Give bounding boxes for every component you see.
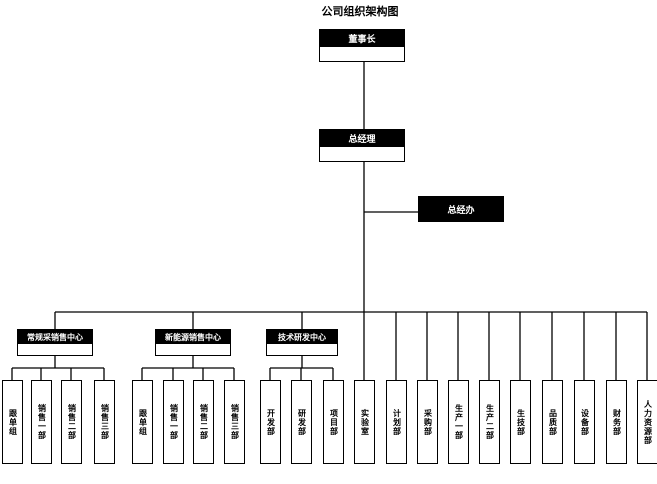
department-label: 销售二部 [67, 404, 77, 440]
gm-label: 总经理 [320, 130, 404, 147]
department-label: 销售一部 [37, 404, 47, 440]
chairman-label: 董事长 [320, 30, 404, 47]
department-label: 销售二部 [199, 404, 209, 440]
department-label: 品质部 [548, 408, 558, 436]
department-label: 生产一部 [454, 404, 464, 440]
department-label: 销售三部 [230, 404, 240, 440]
department-box: 跟单组 [2, 380, 23, 464]
center-label: 常规采销售中心 [18, 330, 92, 344]
department-label: 设备部 [580, 408, 590, 436]
chart-title: 公司组织架构图 [321, 5, 399, 18]
department-box: 销售一部 [163, 380, 184, 464]
department-box: 实验室 [354, 380, 375, 464]
department-box: 采购部 [417, 380, 438, 464]
department-label: 开发部 [266, 408, 276, 436]
center-box: 技术研发中心 [266, 329, 338, 356]
department-box: 项目部 [323, 380, 344, 464]
department-label: 销售一部 [169, 404, 179, 440]
department-box: 销售三部 [224, 380, 245, 464]
department-box: 销售二部 [61, 380, 82, 464]
department-box: 人力资源部 [637, 380, 657, 464]
department-box: 跟单组 [132, 380, 153, 464]
department-label: 项目部 [329, 408, 339, 436]
department-label: 采购部 [423, 408, 433, 436]
department-label: 生产二部 [485, 404, 495, 440]
department-box: 销售二部 [193, 380, 214, 464]
center-label: 技术研发中心 [267, 330, 337, 344]
department-label: 生技部 [516, 408, 526, 436]
department-label: 实验室 [360, 408, 370, 436]
department-box: 生技部 [510, 380, 531, 464]
department-box: 设备部 [574, 380, 595, 464]
center-box: 常规采销售中心 [17, 329, 93, 356]
department-label: 跟单组 [138, 408, 148, 436]
department-label: 销售三部 [100, 404, 110, 440]
department-box: 财务部 [606, 380, 627, 464]
department-box: 生产二部 [479, 380, 500, 464]
department-box: 研发部 [291, 380, 312, 464]
department-box: 销售三部 [94, 380, 115, 464]
department-box: 销售一部 [31, 380, 52, 464]
department-label: 跟单组 [8, 408, 18, 436]
center-box: 新能源销售中心 [155, 329, 231, 356]
department-label: 研发部 [297, 408, 307, 436]
department-box: 生产一部 [448, 380, 469, 464]
center-label: 新能源销售中心 [156, 330, 230, 344]
department-label: 人力资源部 [643, 399, 653, 445]
office-label: 总经办 [447, 205, 475, 216]
chairman-box: 董事长 [319, 29, 405, 62]
department-label: 计划部 [392, 408, 402, 436]
department-label: 财务部 [612, 408, 622, 436]
office-box: 总经办 [418, 196, 504, 222]
department-box: 开发部 [260, 380, 281, 464]
department-box: 品质部 [542, 380, 563, 464]
department-box: 计划部 [386, 380, 407, 464]
gm-box: 总经理 [319, 129, 405, 162]
